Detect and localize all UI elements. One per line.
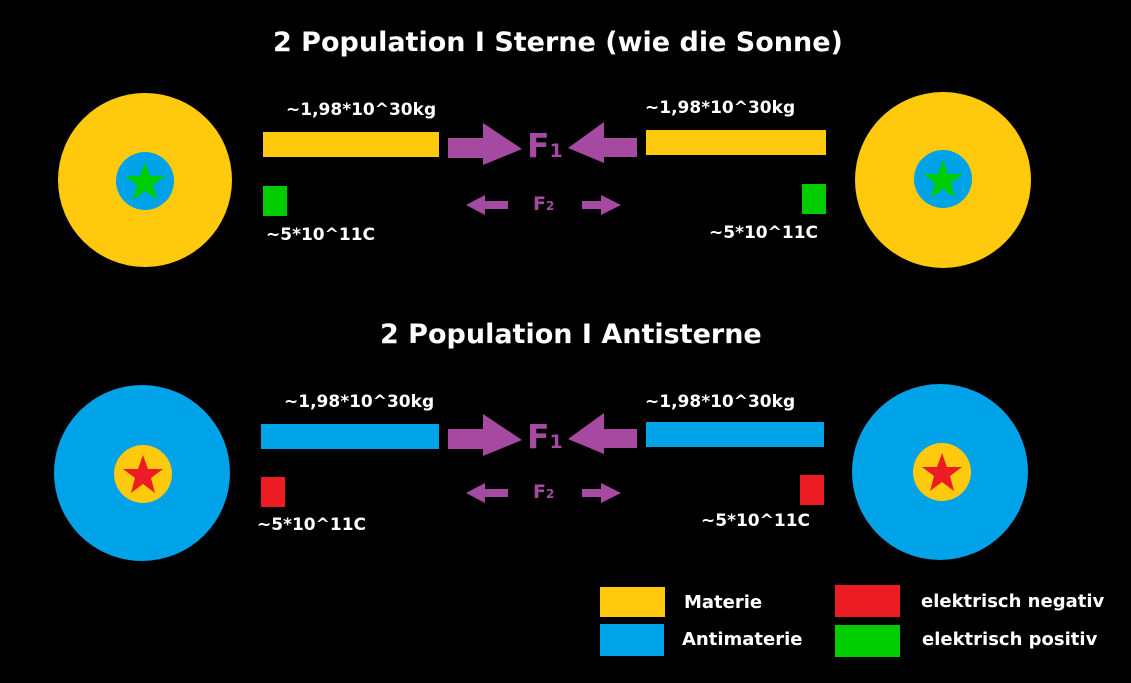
right-charge-square (802, 184, 826, 214)
right-mass-label: ~1,98*10^30kg (645, 392, 796, 412)
right-mass-bar (646, 422, 824, 447)
arrow-right-icon (448, 123, 522, 165)
panel-1-title: 2 Population I Sterne (wie die Sonne) (273, 27, 843, 58)
legend-label-antimatter: Antimaterie (682, 629, 803, 650)
arrow-left-small-icon (466, 483, 508, 503)
arrow-left-small-icon (466, 195, 508, 215)
force-2-symbol: F (533, 481, 546, 503)
positive-star-icon (125, 162, 165, 200)
left-charge-label: ~5*10^11C (257, 515, 366, 535)
left-mass-bar (263, 132, 439, 157)
left-mass-bar (261, 424, 439, 449)
left-mass-label: ~1,98*10^30kg (284, 392, 435, 412)
force-2-label: F2 (533, 481, 554, 505)
left-charge-label: ~5*10^11C (266, 225, 375, 245)
legend-swatch-antimatter (600, 624, 664, 656)
force-2-subscript: 2 (545, 199, 555, 213)
legend-label-matter: Materie (684, 592, 763, 613)
matter-star-right (855, 92, 1031, 268)
antimatter-star-left (54, 385, 230, 561)
positive-star-icon (923, 160, 963, 198)
force-1-label: F1 (527, 128, 563, 169)
left-charge-square (261, 477, 285, 507)
force-1-subscript: 1 (549, 431, 563, 453)
negative-star-icon (123, 455, 163, 493)
arrow-left-icon (568, 122, 637, 163)
left-charge-square (263, 186, 287, 216)
left-mass-label: ~1,98*10^30kg (286, 100, 437, 120)
arrow-right-icon (448, 414, 522, 456)
legend-swatch-negative (835, 585, 900, 617)
right-mass-bar (646, 130, 826, 155)
legend-label-negative: elektrisch negativ (921, 591, 1105, 612)
antimatter-star-right (852, 384, 1028, 560)
force-1-label: F1 (527, 419, 563, 460)
negative-star-icon (922, 453, 962, 491)
arrow-right-small-icon (582, 195, 621, 215)
force-2-symbol: F (533, 193, 546, 215)
right-charge-label: ~5*10^11C (701, 511, 810, 531)
right-mass-label: ~1,98*10^30kg (645, 98, 796, 118)
force-1-symbol: F (527, 126, 550, 165)
force-1-subscript: 1 (549, 140, 563, 162)
legend-swatch-positive (835, 625, 900, 657)
force-1-symbol: F (527, 417, 550, 456)
right-charge-square (800, 475, 824, 505)
legend-label-positive: elektrisch positiv (922, 629, 1098, 650)
right-charge-label: ~5*10^11C (709, 223, 818, 243)
force-2-label: F2 (533, 193, 554, 217)
force-2-subscript: 2 (545, 487, 555, 501)
legend-swatch-matter (600, 587, 665, 617)
matter-star-left (58, 93, 232, 267)
arrow-left-icon (568, 413, 637, 454)
arrow-right-small-icon (582, 483, 621, 503)
panel-2-title: 2 Population I Antisterne (380, 319, 762, 350)
